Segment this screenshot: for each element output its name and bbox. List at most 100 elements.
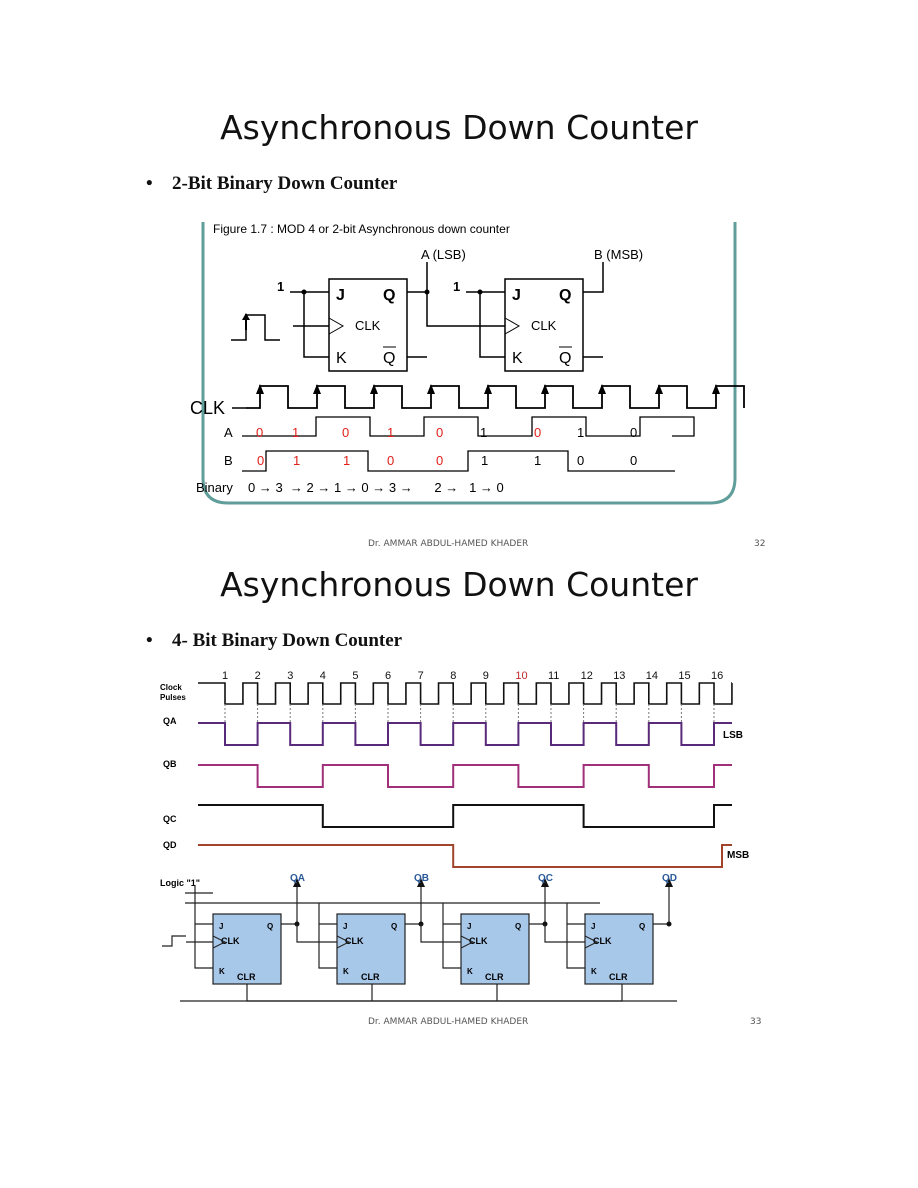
b-value: 1 [343,453,350,468]
label-a-lsb: A (LSB) [421,247,466,262]
bullet-2bit: •2-Bit Binary Down Counter [146,173,397,195]
svg-text:K: K [219,967,225,976]
input-one-2: 1 [453,279,460,294]
slide-title-2: Asynchronous Down Counter [220,565,698,604]
clock-pulse-number: 14 [646,670,658,682]
lsb-label: LSB [723,730,743,741]
svg-text:CLR: CLR [361,972,380,982]
ff-b-clock-triangle [504,317,521,335]
ff-a-clock-triangle [328,317,345,335]
a-value: 0 [436,425,443,440]
qa-waveform [198,722,732,746]
a-value: 0 [256,425,263,440]
clock-edge-arrow-icon [598,384,606,394]
clock-pulse-number: 5 [352,670,358,682]
footer-author-1: Dr. AMMAR ABDUL-HAMED KHADER [368,539,529,549]
bullet-dot: • [146,630,153,651]
a-row-label: A [224,425,233,440]
clock-edge-arrow-icon [313,384,321,394]
figure-2bit-counter: Figure 1.7 : MOD 4 or 2-bit Asynchronous… [190,222,745,505]
msb-label: MSB [727,850,749,861]
a-waveform [242,416,695,437]
slide-title-1: Asynchronous Down Counter [220,108,698,147]
clock-pulse-number: 3 [287,670,293,682]
a-value: 0 [534,425,541,440]
b-value: 1 [481,453,488,468]
clock-edge-arrow-icon [256,384,264,394]
clock-pulse-number: 15 [678,670,690,682]
binary-row-label: Binary [196,480,233,495]
b-waveform [242,450,675,472]
bullet-text: 4- Bit Binary Down Counter [172,630,403,651]
dashed-guides [224,704,715,722]
bullet-dot: • [146,173,153,194]
qa-label: QA [163,716,177,726]
bullet-4bit: • 4- Bit Binary Down Counter [146,630,402,652]
svg-text:K: K [467,967,473,976]
b-value: 0 [257,453,264,468]
page-number-1: 32 [754,539,766,549]
label-b-msb: B (MSB) [594,247,643,262]
b-value: 0 [630,453,637,468]
figure-frame [201,222,737,505]
clock-pulses-label-2: Pulses [160,693,186,702]
svg-text:Q: Q [391,922,397,931]
junction-dot [301,289,307,295]
svg-text:CLK: CLK [221,936,240,946]
clock-pulses-label-1: Clock [160,683,182,692]
svg-text:Q: Q [515,922,521,931]
junction-dot [424,289,430,295]
clock-pulse-number: 10 [515,670,527,682]
ff-a-q-label: Q [383,287,395,304]
clk-row-label: CLK [190,398,225,418]
clock-edge-arrow-icon [484,384,492,394]
a-value: 1 [292,425,299,440]
clock-pulse-number: 4 [320,670,326,682]
qd-label: QD [163,840,177,850]
clk-edge-arrows [256,384,720,394]
clock-input-step [162,935,186,947]
ff-a-j-label: J [336,287,345,304]
ff-b-clk-label: CLK [531,318,557,333]
clock-pulse-number: 13 [613,670,625,682]
b-value: 0 [436,453,443,468]
clock-pulse-number: 16 [711,670,723,682]
clock-edge-arrow-icon [712,384,720,394]
svg-text:CLK: CLK [593,936,612,946]
clock-edge-arrow-icon [427,384,435,394]
b-value: 1 [534,453,541,468]
svg-text:K: K [591,967,597,976]
svg-text:QD: QD [662,873,677,884]
figure-caption: Figure 1.7 : MOD 4 or 2-bit Asynchronous… [213,222,510,236]
clock-pulse-number: 11 [548,670,559,682]
clock-pulse-number: 8 [450,670,456,682]
qd-waveform [198,844,732,868]
a-value: 1 [480,425,487,440]
clock-edge-arrow-icon [541,384,549,394]
svg-text:CLR: CLR [609,972,628,982]
clock-pulse-number: 12 [581,670,593,682]
ff-b-qbar-label: Q [559,350,571,367]
a-value: 1 [387,425,394,440]
clock-pulse-number: 6 [385,670,391,682]
svg-text:Q: Q [639,922,645,931]
a-value: 0 [342,425,349,440]
page-number-2: 33 [750,1017,762,1027]
b-value: 1 [293,453,300,468]
svg-text:CLK: CLK [345,936,364,946]
ff-b-k-label: K [512,350,523,367]
flip-flop-a [328,278,408,372]
clock-pulses-waveform [198,682,733,705]
junction-dot [477,289,483,295]
clock-arrow-icon [242,313,250,320]
footer-author-2: Dr. AMMAR ABDUL-HAMED KHADER [368,1017,529,1027]
qc-label: QC [163,814,177,824]
b-row-label: B [224,453,233,468]
